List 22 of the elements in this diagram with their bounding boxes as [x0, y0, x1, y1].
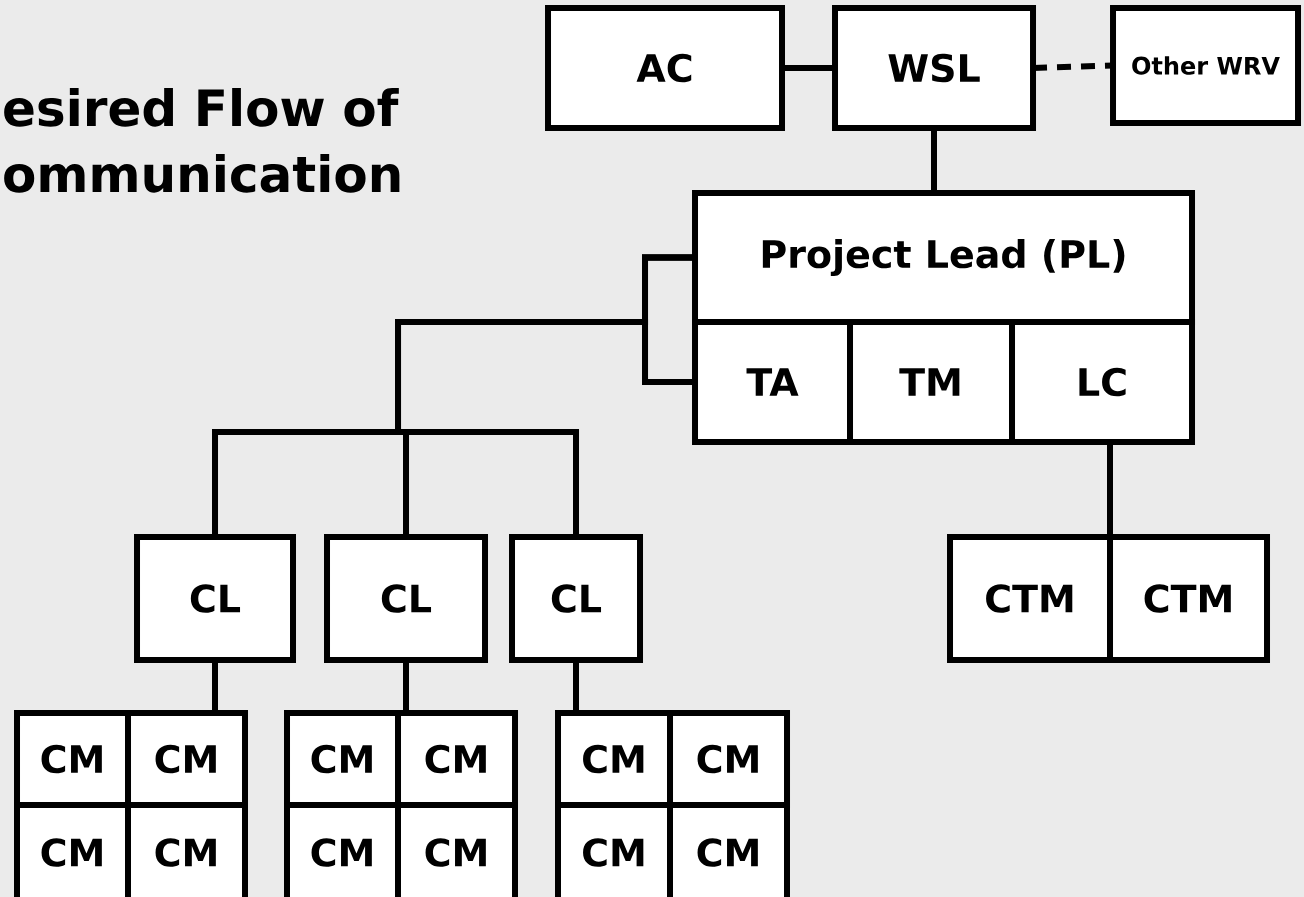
role-box: CM — [395, 802, 518, 897]
role-box: CM — [667, 802, 790, 897]
role-box: CL — [509, 534, 643, 663]
connector-line — [212, 254, 695, 537]
connector-line — [782, 65, 835, 71]
connector-line — [1107, 442, 1113, 537]
role-box: Other WRV — [1110, 5, 1301, 126]
role-box: WSL — [832, 5, 1036, 131]
role-box: CM — [284, 802, 401, 897]
role-box: AC — [545, 5, 785, 131]
role-box: CL — [134, 534, 296, 663]
connector-line — [573, 660, 579, 713]
role-box: CL — [324, 534, 488, 663]
connector-line — [931, 128, 937, 193]
role-box: TA — [692, 319, 853, 445]
role-box: CM — [555, 802, 673, 897]
role-box: CTM — [947, 534, 1113, 663]
role-box: CM — [14, 802, 131, 897]
connector-line — [403, 660, 409, 713]
title: esired Flow of ommunication — [4, 88, 400, 193]
connector-line — [212, 660, 218, 713]
role-box: CM — [125, 802, 248, 897]
